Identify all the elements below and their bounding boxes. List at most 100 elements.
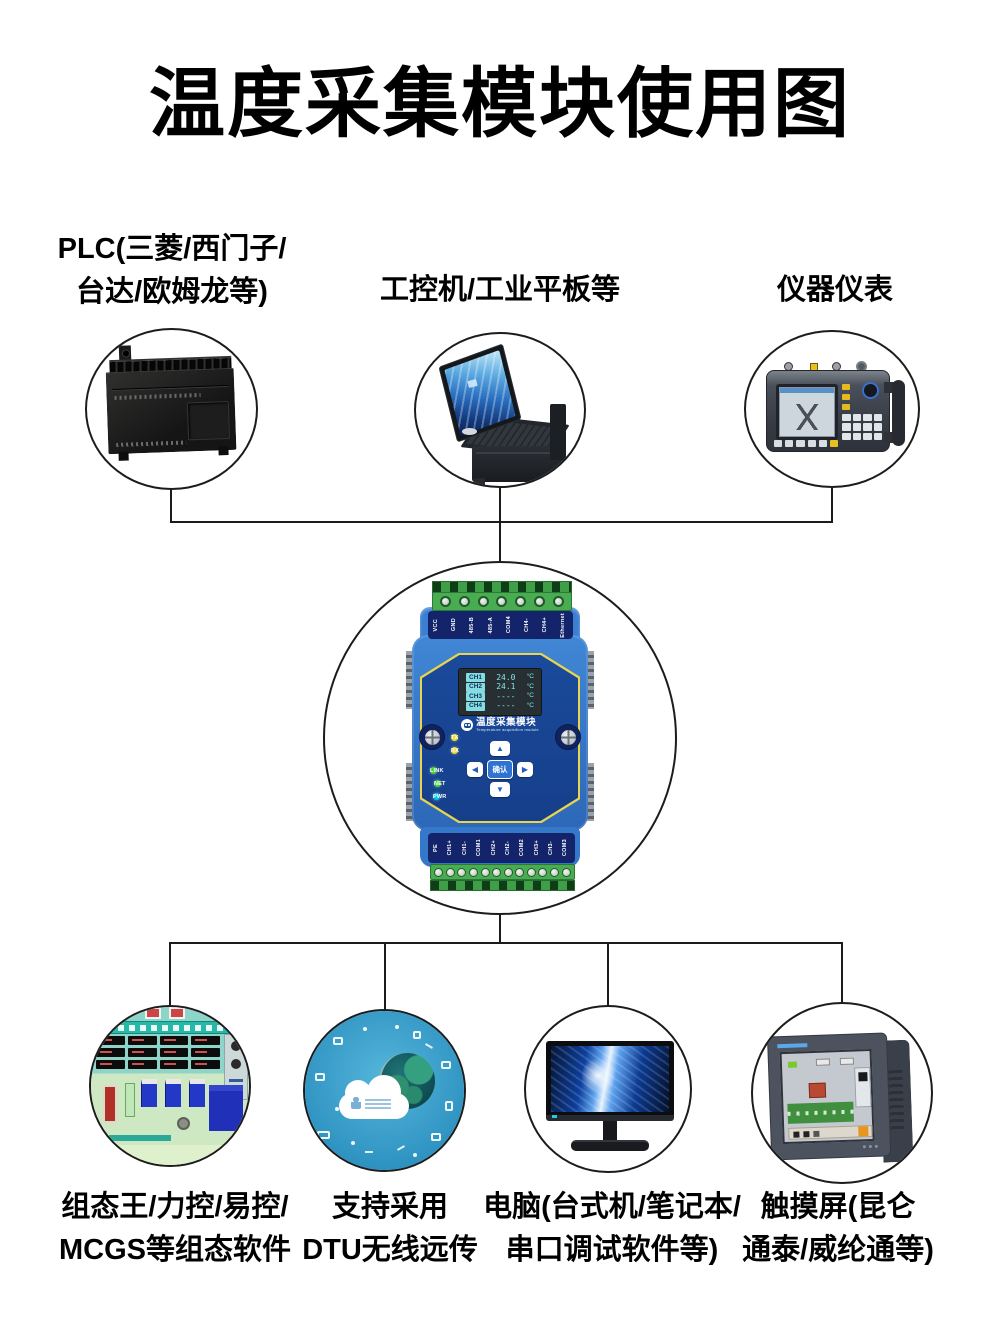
lcd-row-ch3: CH3 ---- °C [466, 691, 534, 702]
label-industrial-pc: 工控机/工业平板等 [350, 269, 650, 312]
label-dtu: 支持采用 DTU无线远传 [240, 1186, 540, 1272]
industrial-pc-image [416, 334, 584, 486]
node-scada-software [89, 1005, 251, 1167]
terminal-label-gnd: GND [451, 618, 458, 632]
terminal-label-ch1p: CH1+ [447, 840, 454, 856]
left-button: ◀ [467, 762, 483, 777]
module-lcd-display: CH1 24.0 °C CH2 24.1 °C CH3 ---- °C CH4 … [458, 668, 542, 716]
lcd-ch2-value: 24.1 [496, 682, 516, 692]
confirm-button: 确认 [487, 760, 513, 779]
pwr-led-icon [433, 793, 440, 800]
node-industrial-pc [414, 332, 586, 488]
lcd-ch3-value: ---- [496, 691, 516, 701]
right-arrow-icon: ▶ [521, 764, 529, 774]
lcd-row-ch1: CH1 24.0 °C [466, 672, 534, 683]
robot-logo-icon [461, 719, 474, 732]
label-plc-line1: PLC(三菱/西门子/ [57, 233, 287, 265]
label-computer-line1: 电脑(台式机/笔记本/ [483, 1191, 741, 1223]
led-net: NET [434, 780, 445, 787]
label-scada-software: 组态王/力控/易控/ MCGS等组态软件 [25, 1186, 325, 1272]
page-title: 温度采集模块使用图 [149, 62, 851, 147]
label-dtu-line2: DTU无线远传 [302, 1234, 478, 1266]
cloud-dtu-image [305, 1011, 464, 1170]
label-dtu-line1: 支持采用 [331, 1191, 448, 1223]
led-rx-label: RX [451, 747, 460, 754]
module-brand: 温度采集模块 Temperature acquisition module [410, 717, 590, 733]
terminal-label-ch3p: CH3+ [533, 840, 540, 856]
label-computer-line2: 串口调试软件等) [505, 1234, 719, 1266]
led-pwr: PWR [433, 793, 446, 800]
cloud-icon [339, 1075, 409, 1119]
terminal-label-485a: 485-A [487, 616, 494, 634]
lcd-ch4-unit: °C [526, 701, 534, 709]
scada-software-image [91, 1007, 249, 1165]
up-arrow-icon: ▲ [496, 743, 504, 753]
lcd-ch1-unit: °C [526, 673, 534, 681]
terminal-label-ch4p: CH4+ [542, 617, 549, 633]
terminal-label-ch2m: CH2- [504, 840, 511, 856]
lcd-ch4-label: CH4 [466, 701, 486, 711]
left-mount-screw-icon [419, 724, 445, 750]
terminal-label-com1: COM1 [476, 839, 483, 857]
led-net-label: NET [434, 780, 446, 787]
node-desktop-pc [524, 1005, 692, 1173]
terminal-label-pe: PE [433, 844, 439, 852]
module-brand-subtitle: Temperature acquisition module [476, 727, 539, 733]
label-computer: 电脑(台式机/笔记本/ 串口调试软件等) [462, 1186, 762, 1272]
label-plc-line2: 台达/欧姆龙等) [76, 276, 268, 308]
label-touch-panel: 触摸屏(昆仑 通泰/威纶通等) [688, 1186, 988, 1272]
led-rx: RX [451, 747, 460, 754]
touch-panel-screen [779, 1048, 875, 1145]
module-bottom-terminal-block [430, 864, 575, 891]
terminal-label-ethernet: Ethernet [560, 612, 567, 638]
monitor-bezel [546, 1041, 674, 1121]
terminal-label-ch3m: CH3- [548, 840, 554, 856]
terminal-label-ch2p: CH2+ [490, 840, 497, 856]
led-tx-label: TX [451, 734, 459, 741]
module-top-terminal-block [432, 581, 572, 611]
instrument-screen [776, 384, 838, 440]
led-pwr-label: PWR [433, 793, 447, 800]
led-link-label: LINK [430, 767, 444, 774]
node-dtu-cloud [303, 1009, 466, 1172]
label-touch-panel-line2: 通泰/威纶通等) [742, 1234, 934, 1266]
confirm-button-label: 确认 [492, 764, 508, 774]
up-button: ▲ [490, 741, 510, 756]
down-arrow-icon: ▼ [496, 784, 504, 794]
terminal-label-ch4m: CH4- [524, 617, 531, 633]
right-mount-screw-icon [555, 724, 581, 750]
node-instrument [744, 330, 920, 488]
lcd-ch4-value: ---- [496, 701, 516, 711]
lcd-ch2-label: CH2 [466, 682, 486, 692]
label-instruments-line1: 仪器仪表 [776, 274, 893, 306]
plc-device-image [87, 330, 256, 488]
node-plc [85, 328, 258, 490]
terminal-label-com3: COM3 [562, 839, 569, 857]
terminal-label-vcc: VCC [433, 618, 439, 632]
monitor-screen [551, 1046, 669, 1112]
label-industrial-pc-line1: 工控机/工业平板等 [379, 274, 621, 306]
desktop-monitor-image [526, 1007, 690, 1171]
net-led-icon [434, 780, 441, 787]
lcd-row-ch4: CH4 ---- °C [466, 702, 534, 711]
instrument-image [746, 332, 918, 486]
lcd-ch3-label: CH3 [466, 692, 486, 702]
rx-led-icon [451, 747, 458, 754]
module-top-label-strip: VCC GND 485-B 485-A COM4 CH4- CH4+ Ether… [428, 611, 573, 639]
module-bottom-label-strip: PE CH1+ CH1- COM1 CH2+ CH2- COM2 CH3+ CH… [428, 833, 575, 863]
terminal-label-ch1m: CH1- [461, 840, 468, 856]
label-scada-line2: MCGS等组态软件 [58, 1234, 291, 1266]
left-arrow-icon: ◀ [471, 764, 479, 774]
down-button: ▼ [490, 782, 510, 797]
lcd-ch1-label: CH1 [466, 673, 486, 683]
plc-body [105, 367, 237, 455]
led-tx: TX [451, 734, 458, 741]
lcd-ch3-unit: °C [526, 692, 534, 700]
right-button: ▶ [517, 762, 533, 777]
lcd-row-ch2: CH2 24.1 °C [466, 683, 534, 692]
node-touch-panel [751, 1002, 933, 1184]
lcd-ch2-unit: °C [526, 682, 534, 690]
lcd-ch1-value: 24.0 [496, 672, 516, 682]
terminal-label-com4: COM4 [505, 616, 512, 634]
